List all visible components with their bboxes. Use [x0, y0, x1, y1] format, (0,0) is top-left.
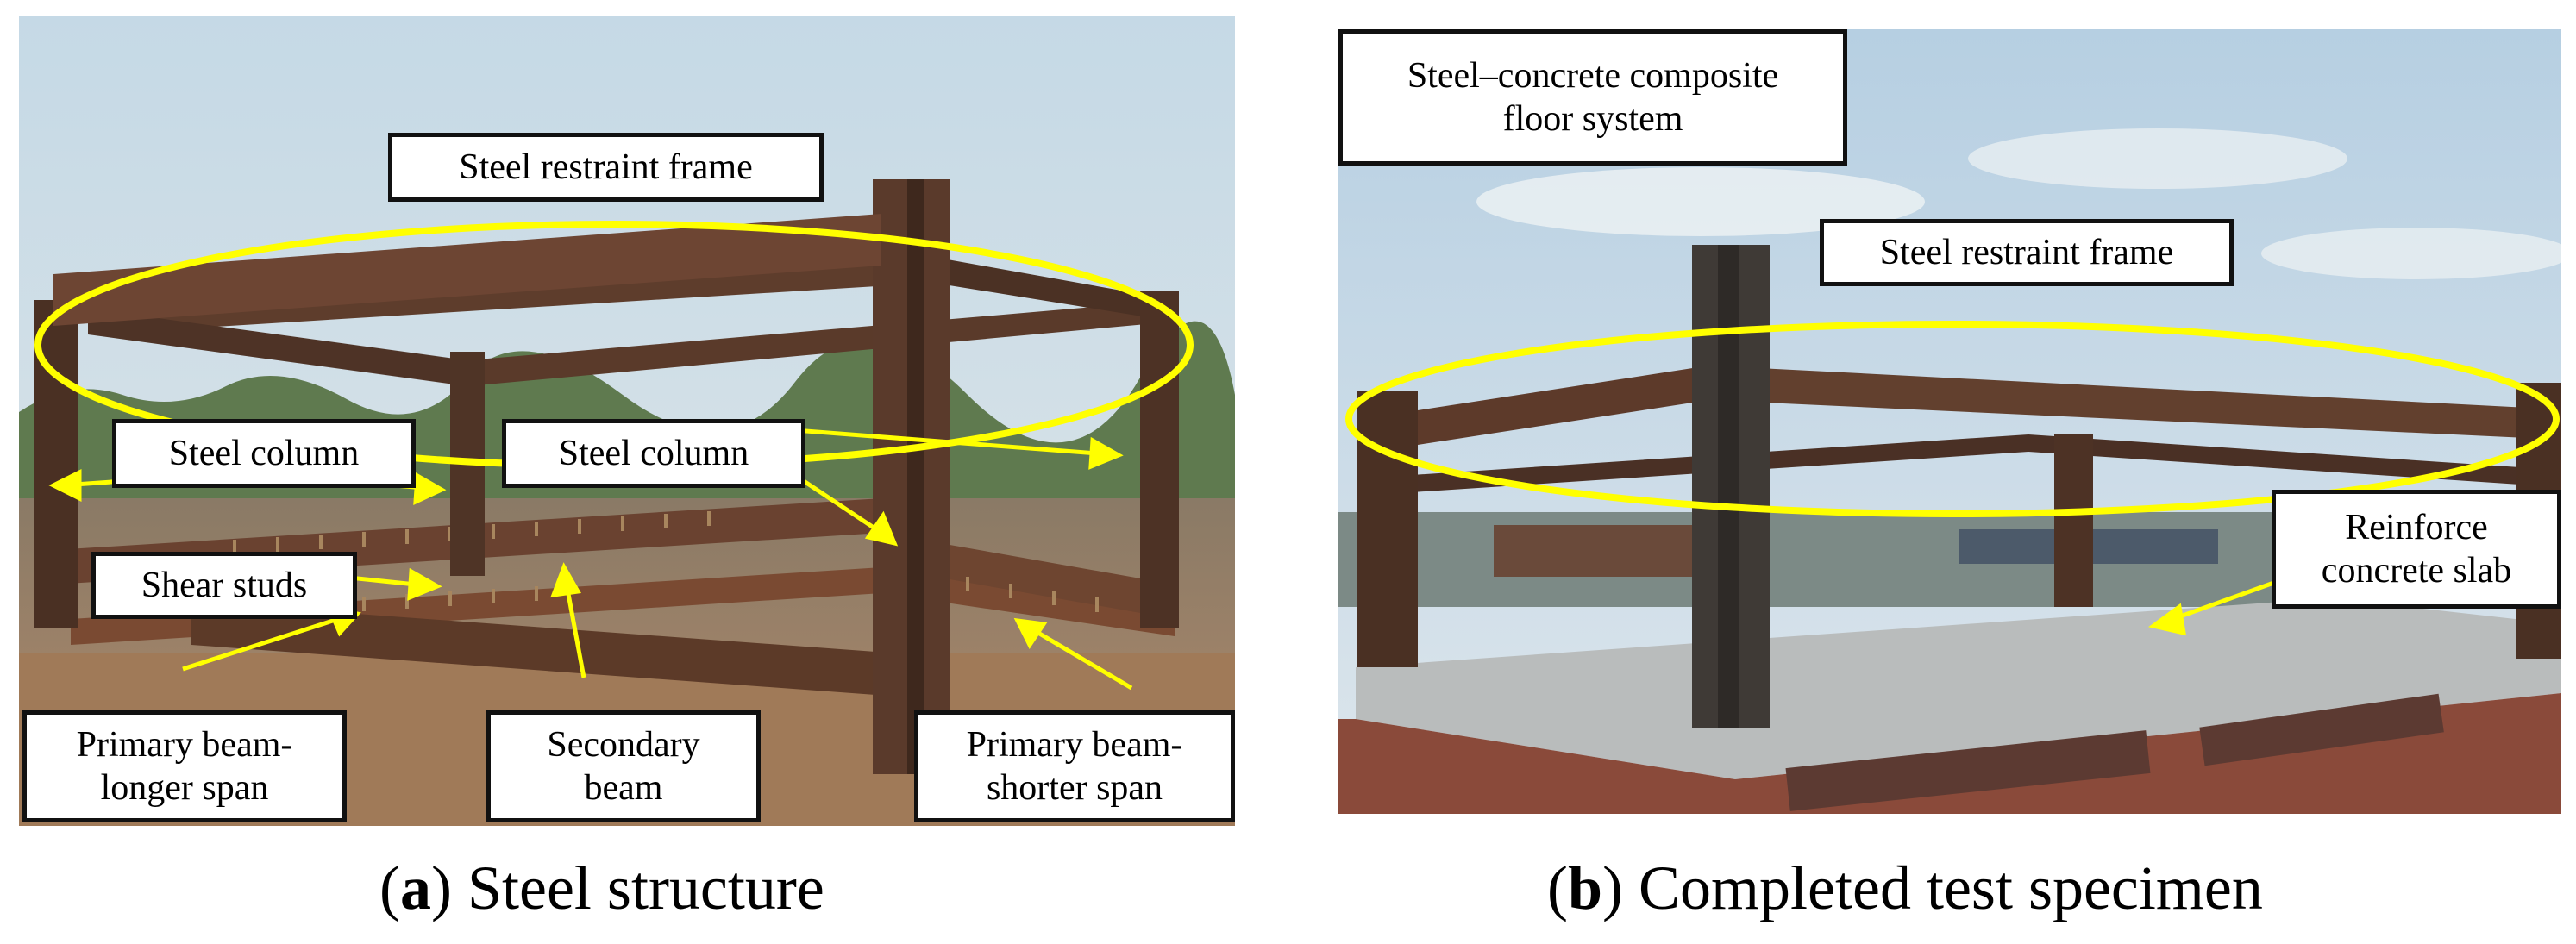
caption-text-a: Steel structure	[467, 853, 824, 922]
label-steel-restraint-frame-a: Steel restraint frame	[388, 133, 824, 202]
label-primary-beam-shorter-span: Primary beam- shorter span	[914, 710, 1235, 822]
label-primary-beam-longer-span: Primary beam- longer span	[22, 710, 347, 822]
caption-text-b: Completed test specimen	[1639, 853, 2263, 922]
label-steel-concrete-composite-floor-system: Steel–concrete composite floor system	[1338, 29, 1847, 166]
label-secondary-beam: Secondary beam	[486, 710, 761, 822]
caption-letter-b: b	[1567, 853, 1603, 922]
label-steel-restraint-frame-b: Steel restraint frame	[1820, 219, 2234, 286]
label-steel-column-left: Steel column	[112, 419, 416, 488]
label-shear-studs: Shear studs	[91, 552, 357, 619]
caption-panel-a: (a) Steel structure	[379, 853, 824, 922]
caption-panel-b: (b) Completed test specimen	[1547, 853, 2263, 922]
caption-letter-a: a	[399, 853, 431, 922]
photo-panel-completed-specimen: Steel–concrete composite floor system St…	[1338, 29, 2561, 814]
photo-panel-steel-structure: Steel restraint frame Steel column Steel…	[19, 16, 1235, 826]
label-steel-column-right: Steel column	[502, 419, 805, 488]
label-reinforce-concrete-slab: Reinforce concrete slab	[2272, 490, 2561, 609]
